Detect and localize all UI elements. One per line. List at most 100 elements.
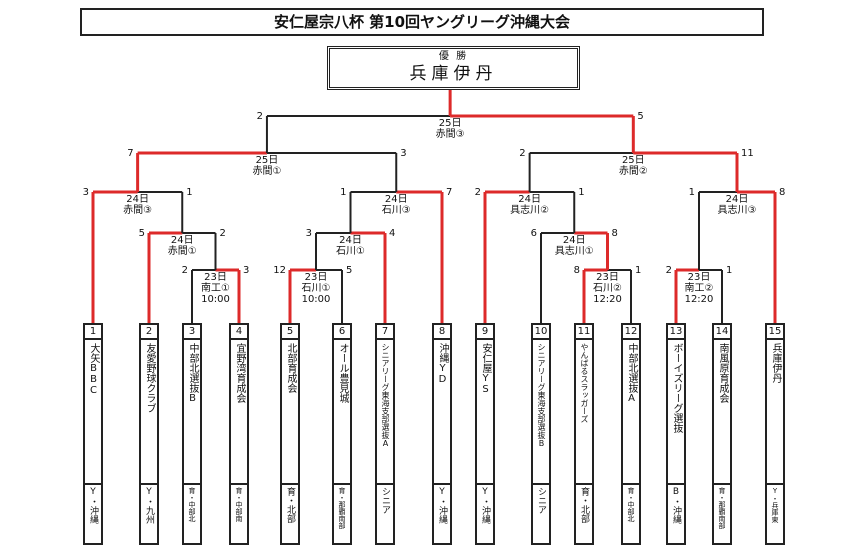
score-left: 2 xyxy=(474,187,481,198)
match-venue: 具志川③ xyxy=(717,205,757,216)
team-region: Y・兵庫東 xyxy=(771,487,779,523)
team-number: 11 xyxy=(576,325,592,340)
team-number: 10 xyxy=(533,325,549,340)
team-region: 育・中部北 xyxy=(627,487,635,522)
team-number: 9 xyxy=(477,325,493,340)
score-right: 11 xyxy=(741,148,754,159)
match-day: 24日 xyxy=(384,194,408,205)
match-day: 24日 xyxy=(518,194,541,205)
match-venue: 南工② xyxy=(684,283,714,294)
team-number: 3 xyxy=(184,325,200,340)
score-left: 2 xyxy=(181,265,188,276)
team-name: 中部北選抜A xyxy=(626,343,637,404)
team-name: 友愛野球クラブ xyxy=(144,343,155,413)
score-left: 3 xyxy=(305,228,312,239)
team-name: 兵庫伊丹 xyxy=(770,343,781,383)
score-right: 8 xyxy=(611,228,618,239)
score-right: 3 xyxy=(400,148,407,159)
match-day: 24日 xyxy=(339,235,362,246)
team-name: ボーイズリーグ選抜 xyxy=(671,343,682,433)
score-left: 2 xyxy=(519,148,526,159)
team-divider xyxy=(434,483,450,485)
team-divider xyxy=(377,483,393,485)
team-name: 安仁屋YS xyxy=(480,343,491,395)
team-region: Y・九州 xyxy=(144,487,154,524)
score-left: 2 xyxy=(256,111,263,122)
score-left: 12 xyxy=(273,265,286,276)
team-number: 14 xyxy=(714,325,730,340)
team-divider xyxy=(282,483,298,485)
match-venue: 具志川① xyxy=(554,246,594,257)
team-divider xyxy=(668,483,684,485)
score-right: 1 xyxy=(635,265,642,276)
match-day: 23日 xyxy=(204,272,227,283)
match-day: 23日 xyxy=(304,272,328,283)
match-day: 24日 xyxy=(725,194,749,205)
team-name: 大矢BBC xyxy=(88,343,99,396)
match-time: 10:00 xyxy=(301,294,331,305)
team-region: Y・沖縄 xyxy=(437,487,447,524)
team-box-7: 7 シニアリーグ東海支部選抜A シニア xyxy=(375,323,395,545)
team-divider xyxy=(184,483,200,485)
team-name: 沖縄YD xyxy=(437,343,448,385)
match-time: 12:20 xyxy=(593,294,622,305)
team-divider xyxy=(477,483,493,485)
team-number: 12 xyxy=(623,325,639,340)
match-venue: 赤間② xyxy=(618,166,648,177)
score-left: 1 xyxy=(340,187,347,198)
team-region: 育・中部南 xyxy=(235,487,243,522)
team-divider xyxy=(714,483,730,485)
score-right: 1 xyxy=(578,187,585,198)
score-right: 1 xyxy=(726,265,733,276)
tournament-title: 安仁屋宗八杯 第10回ヤングリーグ沖縄大会 xyxy=(80,8,764,36)
team-name: 南風原育成会 xyxy=(717,343,728,403)
team-region: シニア xyxy=(380,487,390,514)
team-number: 1 xyxy=(85,325,101,340)
match-day: 24日 xyxy=(170,235,194,246)
team-name: 宜野湾育成会 xyxy=(234,343,245,403)
team-region: 育・中部北 xyxy=(188,487,196,522)
match-day: 24日 xyxy=(126,194,149,205)
champion-label: 優 勝 xyxy=(438,51,469,62)
score-right: 5 xyxy=(637,111,644,122)
match-venue: 南工① xyxy=(201,283,230,294)
match-day: 25日 xyxy=(438,118,462,129)
score-left: 7 xyxy=(127,148,134,159)
match-day: 25日 xyxy=(255,155,279,166)
team-name: 中部北選抜B xyxy=(187,343,198,404)
team-number: 7 xyxy=(377,325,393,340)
score-left: 5 xyxy=(138,228,145,239)
match-day: 25日 xyxy=(621,155,645,166)
match-venue: 赤間① xyxy=(167,246,197,257)
team-number: 6 xyxy=(334,325,350,340)
team-box-3: 3 中部北選抜B 育・中部北 xyxy=(182,323,202,545)
score-left: 8 xyxy=(573,265,580,276)
champion-box: 優 勝 兵庫伊丹 xyxy=(327,46,580,90)
team-box-12: 12 中部北選抜A 育・中部北 xyxy=(621,323,641,545)
team-divider xyxy=(141,483,157,485)
score-left: 6 xyxy=(530,228,537,239)
score-right: 3 xyxy=(243,265,250,276)
score-right: 8 xyxy=(779,187,786,198)
team-divider xyxy=(623,483,639,485)
score-right: 7 xyxy=(446,187,453,198)
team-name: シニアリーグ東海支部選抜A xyxy=(381,343,390,448)
team-divider xyxy=(767,483,783,485)
match-venue: 具志川② xyxy=(510,205,550,216)
team-region: 育・北部 xyxy=(285,487,295,523)
team-divider xyxy=(533,483,549,485)
team-region: Y・沖縄 xyxy=(88,487,98,524)
score-right: 4 xyxy=(389,228,396,239)
match-venue: 石川② xyxy=(593,283,622,294)
match-venue: 石川① xyxy=(301,283,331,294)
team-number: 2 xyxy=(141,325,157,340)
